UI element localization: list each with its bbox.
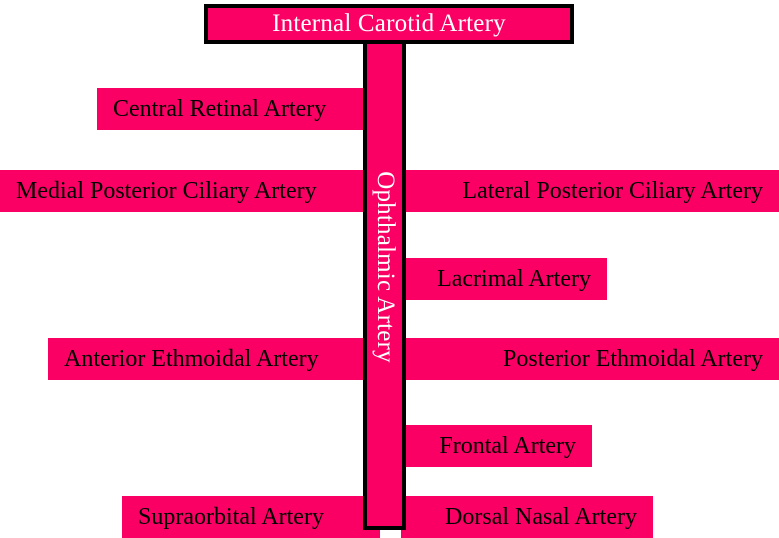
branch-label: Frontal Artery — [439, 433, 576, 459]
root-box-internal-carotid-artery: Internal Carotid Artery — [204, 4, 574, 44]
root-box-label: Internal Carotid Artery — [272, 10, 506, 37]
branch-band: Posterior Ethmoidal Artery — [401, 338, 779, 380]
branch-band: Medial Posterior Ciliary Artery — [0, 170, 380, 212]
branch-band: Supraorbital Artery — [122, 496, 380, 538]
trunk-ophthalmic-artery: Ophthalmic Artery — [363, 4, 406, 530]
branch-label: Central Retinal Artery — [113, 96, 327, 122]
branch-band: Dorsal Nasal Artery — [401, 496, 653, 538]
branch-label: Medial Posterior Ciliary Artery — [16, 178, 317, 204]
branch-band: Anterior Ethmoidal Artery — [48, 338, 380, 380]
branch-label: Lateral Posterior Ciliary Artery — [462, 178, 763, 204]
branch-label: Dorsal Nasal Artery — [445, 504, 637, 530]
branch-label: Supraorbital Artery — [138, 504, 324, 530]
trunk-label: Ophthalmic Artery — [371, 171, 399, 363]
branch-band: Lateral Posterior Ciliary Artery — [401, 170, 779, 212]
branch-band: Frontal Artery — [401, 425, 592, 467]
branch-band: Central Retinal Artery — [97, 88, 380, 130]
branch-band: Lacrimal Artery — [401, 258, 607, 300]
branch-label: Anterior Ethmoidal Artery — [64, 346, 319, 372]
branch-label: Posterior Ethmoidal Artery — [503, 346, 763, 372]
branch-label: Lacrimal Artery — [437, 266, 591, 292]
